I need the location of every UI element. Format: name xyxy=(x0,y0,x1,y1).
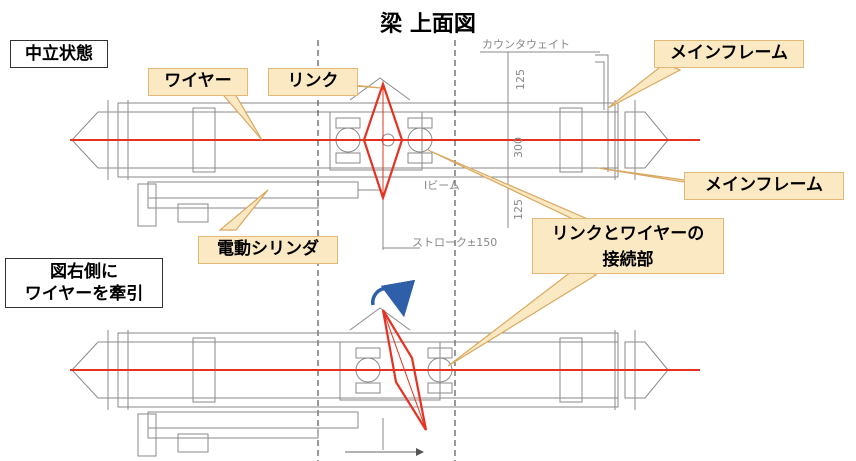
diagram-title: 梁 上面図 xyxy=(380,12,476,37)
ibeam-label: Iビーム xyxy=(424,179,460,192)
joint-callout: リンクとワイヤーの 接続部 xyxy=(532,218,724,274)
wire-callout: ワイヤー xyxy=(148,68,248,96)
pull-right-label-line2: ワイヤーを牽引 xyxy=(24,284,144,304)
dimension-lower: 125 xyxy=(512,199,525,220)
main-frame-callout-top: メインフレーム xyxy=(654,40,804,68)
pull-right-label: 図右側に ワイヤーを牽引 xyxy=(5,258,163,308)
stroke-dimension: ストローク±150 xyxy=(412,236,497,249)
joint-callout-line2: 接続部 xyxy=(602,250,654,270)
link-callout: リンク xyxy=(268,68,358,96)
neutral-state-label: 中立状態 xyxy=(10,40,108,68)
beam-bottom-pulled xyxy=(71,307,669,457)
pull-right-label-line1: 図右側に xyxy=(50,262,118,282)
counterweight-dimension: カウンタウェイト xyxy=(482,38,570,51)
rotation-arrow xyxy=(371,279,416,318)
callout-pointers xyxy=(210,63,707,367)
cylinder-callout: 電動シリンダ xyxy=(198,236,338,264)
main-frame-callout-bottom: メインフレーム xyxy=(684,172,844,200)
joint-callout-line1: リンクとワイヤーの xyxy=(551,224,705,244)
dimension-middle: 300 xyxy=(512,137,525,158)
dimension-upper: 125 xyxy=(514,69,527,90)
